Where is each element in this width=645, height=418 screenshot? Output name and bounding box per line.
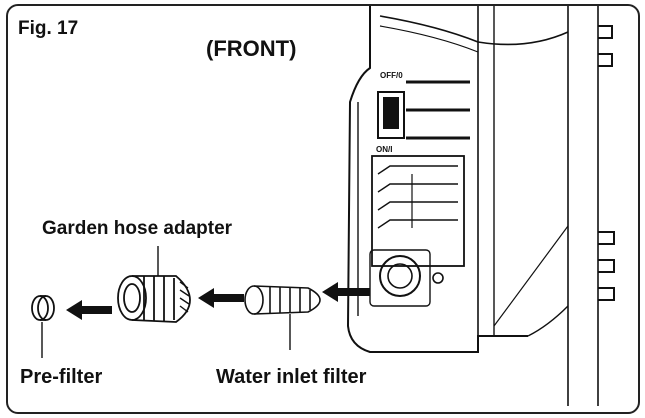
arrows <box>66 282 370 320</box>
view-label: (FRONT) <box>206 36 297 61</box>
arrow-to-adapter <box>198 288 244 308</box>
pre-filter <box>31 295 55 358</box>
pre-filter-label: Pre-filter <box>20 366 103 388</box>
figure-number: Fig. 17 <box>18 18 79 39</box>
garden-hose-adapter-label: Garden hose adapter <box>42 218 233 239</box>
switch-on-label: ON/I <box>376 145 392 154</box>
switch-off-label: OFF/0 <box>380 71 403 80</box>
pressure-washer-illustration: OFF/0 ON/I <box>31 6 615 406</box>
garden-hose-adapter <box>117 246 191 323</box>
figure-frame: OFF/0 ON/I <box>6 4 640 414</box>
arrow-to-prefilter <box>66 300 112 320</box>
machine-body <box>346 6 615 406</box>
water-inlet-filter <box>244 285 321 350</box>
water-inlet-filter-label: Water inlet filter <box>216 366 367 388</box>
arrow-to-inlet <box>322 282 370 302</box>
